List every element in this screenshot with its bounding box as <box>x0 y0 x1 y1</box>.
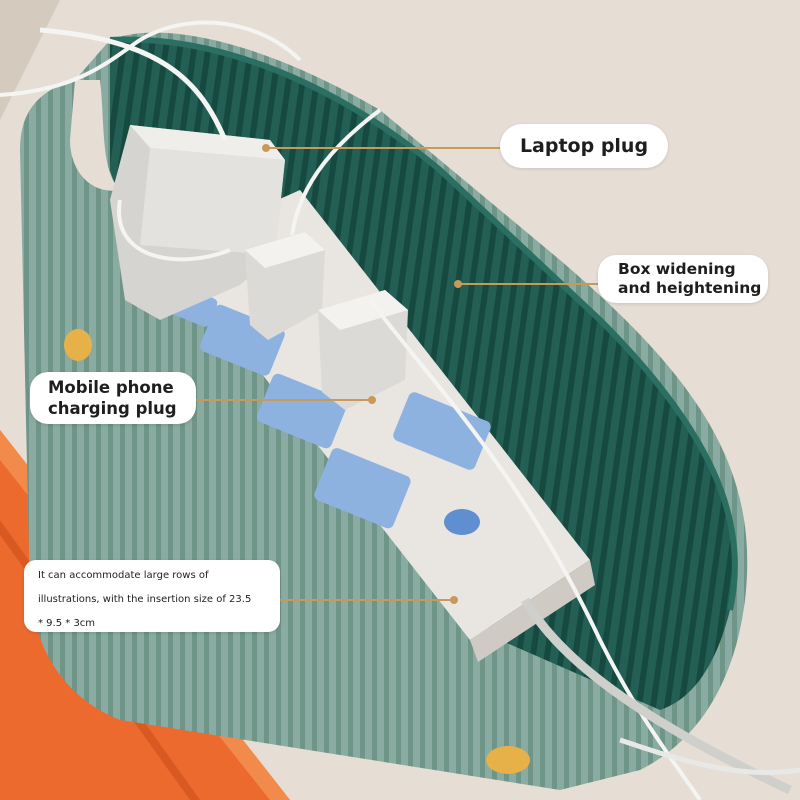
box-foot-right <box>486 746 530 774</box>
power-cord-2 <box>619 737 800 776</box>
callout-laptop-text: Laptop plug <box>519 135 649 157</box>
cable-curve-lower <box>117 199 231 262</box>
callout-laptop-plug: Laptop plug <box>500 124 668 168</box>
leader-box-dot <box>454 280 462 288</box>
power-switch <box>444 509 480 535</box>
phone-adapter-1 <box>245 232 325 340</box>
power-cord <box>521 597 792 795</box>
size-note-line-2: illustrations, with the insertion size o… <box>38 594 252 605</box>
socket-3 <box>314 448 411 529</box>
size-note-line-1: It can accommodate large rows of <box>38 570 209 581</box>
leader-size-dot <box>450 596 458 604</box>
leader-laptop-dot <box>262 144 270 152</box>
callout-mobile-line-1: Mobile phone <box>48 378 174 397</box>
callout-mobile-line-2: charging plug <box>48 399 177 418</box>
laptop-adapter <box>110 125 285 320</box>
phone-cable-1 <box>290 108 382 236</box>
callout-box-widening: Box widening and heightening <box>598 255 768 303</box>
laptop-cable <box>39 27 228 141</box>
callout-size-note: It can accommodate large rows of illustr… <box>24 560 280 632</box>
socket-4 <box>393 392 491 470</box>
cable-loop <box>0 20 302 97</box>
cable-slot <box>70 80 120 191</box>
box-foot-left <box>64 329 92 361</box>
callout-box-line-1: Box widening <box>618 260 736 278</box>
leader-mobile-dot <box>368 396 376 404</box>
box-rim <box>109 36 738 611</box>
size-note-line-3: * 9.5 * 3cm <box>38 618 96 629</box>
callout-mobile-plug: Mobile phone charging plug <box>30 372 196 424</box>
callout-box-line-2: and heightening <box>618 279 762 297</box>
